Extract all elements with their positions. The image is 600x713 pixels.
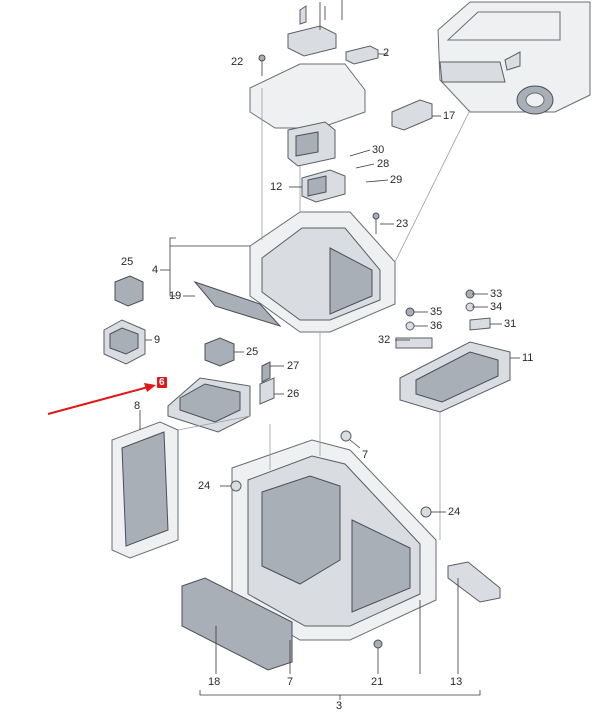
callout-22: 22 (231, 56, 244, 68)
callout-27: 27 (287, 360, 300, 372)
callout-7-upper: 7 (362, 449, 369, 461)
callout-28: 28 (377, 158, 390, 170)
assembly-guide-lines (177, 88, 471, 540)
callout-24-left: 24 (198, 480, 211, 492)
callout-19: 19 (169, 290, 182, 302)
callout-35: 35 (430, 306, 443, 318)
callout-36: 36 (430, 320, 443, 332)
callout-3: 3 (336, 700, 343, 712)
fuse-27-26 (259, 361, 275, 405)
callout-31: 31 (504, 318, 517, 330)
gasket-19 (193, 280, 282, 328)
callout-25-lower: 25 (246, 346, 259, 358)
callout-7-lower: 7 (287, 676, 294, 688)
callout-12: 12 (270, 181, 283, 193)
nuts-33-36 (395, 289, 491, 349)
relay-25-top (114, 275, 144, 307)
callout-21: 21 (371, 676, 384, 688)
callout-23: 23 (396, 218, 409, 230)
fuse-carrier-6 (167, 377, 251, 433)
callout-34: 34 (490, 301, 503, 313)
callout-25-top: 25 (121, 256, 134, 268)
vehicle-illustration (437, 1, 591, 115)
cover-13 (447, 561, 501, 603)
callout-13: 13 (450, 676, 463, 688)
upper-housing (249, 211, 396, 333)
callout-29: 29 (390, 174, 403, 186)
highlight-arrow (47, 383, 156, 415)
cover-plate-18 (181, 577, 293, 671)
callout-26: 26 (287, 388, 300, 400)
callout-32: 32 (378, 334, 391, 346)
callout-24-right: 24 (448, 506, 461, 518)
fuse-17 (391, 99, 433, 131)
callout-17: 17 (443, 110, 456, 122)
callout-2: 2 (383, 47, 390, 59)
fuse-box-lid (249, 63, 366, 167)
callout-30: 30 (372, 144, 385, 156)
callout-33: 33 (490, 288, 503, 300)
relay-holder-9 (103, 319, 146, 365)
callout-8: 8 (134, 400, 141, 412)
lower-housing (231, 439, 437, 641)
callout-4: 4 (152, 264, 159, 276)
leader-lines (139, 0, 520, 700)
relay-25-lower (204, 337, 235, 367)
fuse-holder-12 (301, 169, 346, 203)
callout-18: 18 (208, 676, 221, 688)
screws (230, 54, 432, 664)
callout-11: 11 (522, 352, 534, 364)
callout-9: 9 (154, 334, 161, 346)
fuse-block-11 (399, 341, 511, 413)
callout-6-highlighted: 6 (157, 377, 167, 388)
relay-plate-8 (111, 421, 179, 559)
top-bracket-assembly (287, 2, 379, 65)
